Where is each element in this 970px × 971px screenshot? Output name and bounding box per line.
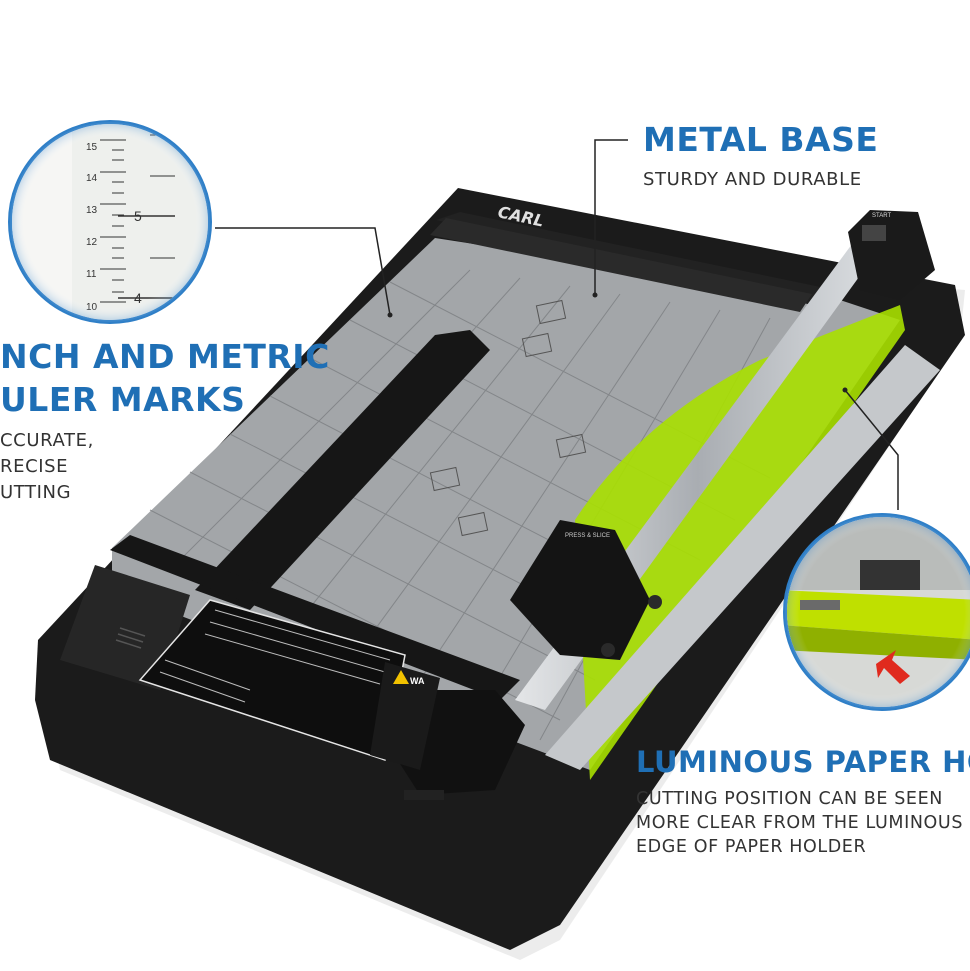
storage-compartment — [60, 565, 190, 690]
guide-arm — [195, 330, 490, 610]
ruler-leader — [215, 227, 391, 316]
front-rail — [545, 345, 940, 770]
metal-base-title: METAL BASE — [643, 120, 879, 159]
head-knob-top — [648, 595, 662, 609]
paper-holder-desc-line1: CUTTING POSITION CAN BE SEEN — [636, 789, 943, 809]
start-label: START — [872, 213, 891, 219]
warning-label: WA — [410, 676, 425, 686]
holder-leader — [844, 389, 899, 510]
press-slice-label: PRESS & SLICE — [565, 533, 610, 539]
ruler-marks-title-line1: NCH AND METRIC — [0, 337, 330, 376]
holder-leader-dot — [842, 387, 848, 393]
callout-lines — [215, 139, 899, 510]
ruler-marks-desc-line2: RECISE — [0, 456, 69, 477]
start-block-window — [862, 225, 886, 241]
warning-triangle-icon — [393, 670, 409, 684]
paper-holder-title: LUMINOUS PAPER HOLDE — [636, 745, 970, 779]
ruler-marks-desc-line1: CCURATE, — [0, 430, 94, 451]
holder-zoom-lens — [783, 513, 970, 711]
cutting-head — [510, 520, 650, 660]
metal-base-leader-dot — [592, 292, 598, 298]
top-clamp-bar — [430, 218, 812, 312]
ruler-marks-description: CCURATE, RECISE UTTING — [0, 428, 94, 506]
metal-base-leader — [594, 139, 628, 295]
instruction-label — [138, 599, 406, 761]
guide-arm-foot — [110, 535, 520, 700]
end-block-slot — [404, 790, 444, 800]
paper-holder-description: CUTTING POSITION CAN BE SEEN MORE CLEAR … — [636, 787, 963, 859]
warning-panel — [370, 662, 440, 770]
paper-holder-desc-line2: MORE CLEAR FROM THE LUMINOUS — [636, 813, 964, 833]
paper-holder-desc-line3: EDGE OF PAPER HOLDER — [636, 837, 867, 857]
metal-base-description: STURDY AND DURABLE — [643, 169, 862, 190]
instruction-label-lines — [159, 609, 391, 703]
compartment-vent — [115, 627, 146, 649]
ruler-marks-desc-line3: UTTING — [0, 482, 72, 503]
size-guides — [429, 299, 587, 537]
head-knob-bottom — [601, 643, 615, 657]
ruler-leader-dot — [387, 312, 393, 318]
ruler-marks-title-line2: ULER MARKS — [0, 380, 246, 419]
ruler-zoom-lens: 15 14 13 12 11 10 5 4 — [8, 120, 212, 324]
